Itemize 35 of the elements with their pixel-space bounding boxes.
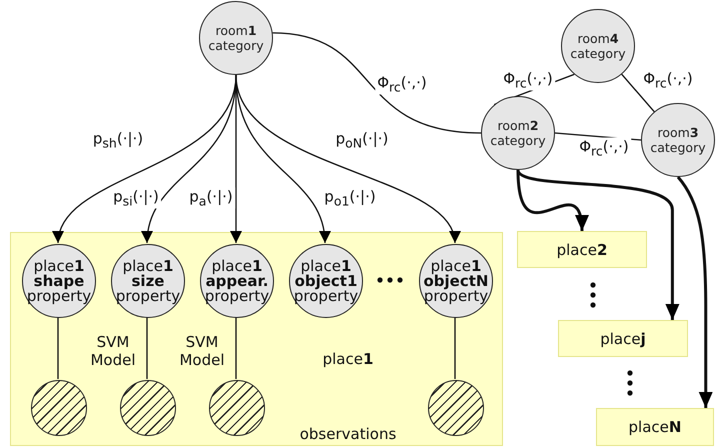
connector-line — [454, 317, 456, 379]
node-label: room2 category — [489, 118, 547, 148]
arrow — [516, 169, 680, 320]
node-label: place1 — [322, 350, 374, 368]
connector-line — [621, 74, 655, 112]
edge-label: p$_{oN}$(·|·) — [334, 130, 390, 150]
node-label: place1 shape property — [26, 258, 92, 304]
node-label: placeN — [628, 418, 682, 436]
node-label: room4 category — [569, 31, 627, 61]
place-group-box — [10, 232, 503, 446]
model-label: SVM Model — [89, 333, 137, 369]
arrow — [676, 176, 713, 408]
edge-label: Φ$_{rc}$(·,·) — [577, 138, 631, 158]
arrow — [516, 170, 588, 232]
model-label: SVM Model — [178, 333, 226, 369]
place-box — [517, 231, 647, 268]
node-label: place1 object1 property — [292, 258, 360, 304]
connector-line — [235, 317, 237, 379]
node-label: place1 appear. property — [204, 258, 270, 304]
place-box — [558, 320, 688, 357]
node-label: room1 category — [207, 23, 265, 53]
arrow — [235, 74, 458, 244]
edge-label: Φ$_{rc}$(·,·) — [501, 70, 555, 90]
node-label: place2 — [556, 240, 608, 258]
connector-line — [146, 317, 148, 379]
arrow — [54, 74, 237, 244]
node-label: place1 objectN property — [422, 258, 490, 304]
node-label: place1 size property — [114, 258, 182, 304]
node-label: placej — [600, 330, 646, 348]
connector-line — [57, 317, 59, 379]
node-label: observations — [300, 425, 396, 443]
connector-line — [272, 32, 482, 134]
place-box — [596, 408, 714, 446]
node-label: room3 category — [649, 125, 707, 155]
edge-label: p$_{si}$(·|·) — [111, 188, 161, 208]
